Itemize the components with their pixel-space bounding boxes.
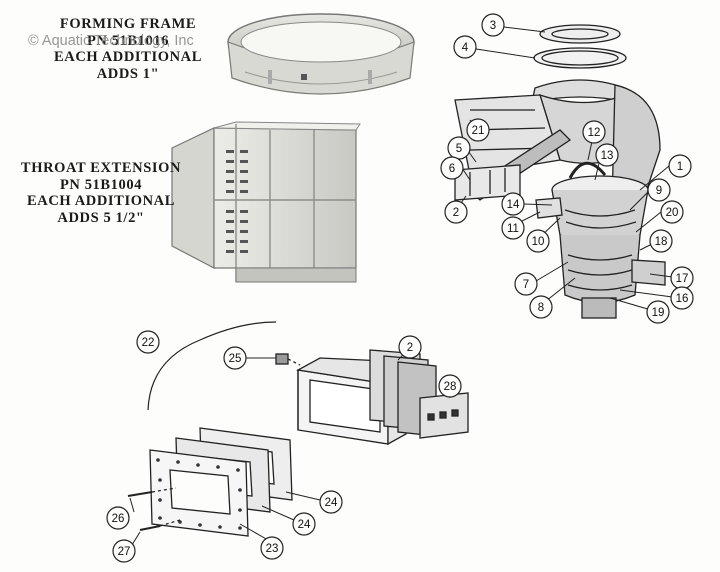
throat-extension-adds: ADDS 5 1/2" <box>57 209 145 226</box>
callout-28: 28 <box>444 381 457 393</box>
forming-frame-image <box>227 13 415 95</box>
callout-25: 25 <box>229 353 242 365</box>
forming-frame-each-additional: EACH ADDITIONAL <box>54 49 202 65</box>
callout-7: 7 <box>523 279 529 291</box>
callout-19: 19 <box>652 307 665 319</box>
faceplate-assembly-drawing <box>127 321 469 537</box>
callout-numbers: 3 4 21 5 6 2 12 13 14 11 10 1 9 20 18 7 … <box>112 20 689 558</box>
callout-9: 9 <box>656 185 662 197</box>
callout-11: 11 <box>507 223 519 235</box>
forming-frame-part-number: PN 51B1016 <box>86 32 170 49</box>
callout-14: 14 <box>507 199 520 211</box>
callout-22: 22 <box>142 337 155 349</box>
callout-24-a: 24 <box>325 497 338 509</box>
callout-13: 13 <box>601 150 614 162</box>
callout-6: 6 <box>449 163 455 175</box>
throat-extension-image <box>171 121 361 283</box>
callout-8: 8 <box>538 302 544 314</box>
throat-extension-title: THROAT EXTENSION <box>20 160 182 176</box>
callout-26: 26 <box>112 513 125 525</box>
callout-17: 17 <box>676 273 689 285</box>
callout-27: 27 <box>118 546 131 558</box>
callout-16: 16 <box>676 293 689 305</box>
callout-20: 20 <box>666 207 679 219</box>
forming-frame-caption: FORMING FRAME PN 51B1016 EACH ADDITIONAL… <box>18 16 238 82</box>
throat-extension-caption: THROAT EXTENSION PN 51B1004 EACH ADDITIO… <box>6 160 196 226</box>
throat-extension-each-additional: EACH ADDITIONAL <box>27 193 175 209</box>
callout-24-b: 24 <box>298 519 311 531</box>
forming-frame-adds: ADDS 1" <box>96 65 160 82</box>
callout-1: 1 <box>677 161 683 173</box>
callout-2-top: 2 <box>453 207 459 219</box>
callout-23: 23 <box>266 543 279 555</box>
callout-4: 4 <box>462 42 469 54</box>
callout-18: 18 <box>655 236 668 248</box>
callout-21: 21 <box>472 125 485 137</box>
skimmer-assembly-drawing <box>454 24 666 319</box>
callout-2-bottom: 2 <box>407 342 413 354</box>
throat-extension-part-number: PN 51B1004 <box>59 176 143 193</box>
callout-12: 12 <box>588 127 601 139</box>
copyright-watermark: © Aquatic Technology, Inc <box>28 33 194 49</box>
callout-circles <box>106 13 694 563</box>
callout-3: 3 <box>490 20 496 32</box>
callout-10: 10 <box>532 236 545 248</box>
callout-5: 5 <box>456 143 462 155</box>
forming-frame-title: FORMING FRAME <box>59 16 197 32</box>
